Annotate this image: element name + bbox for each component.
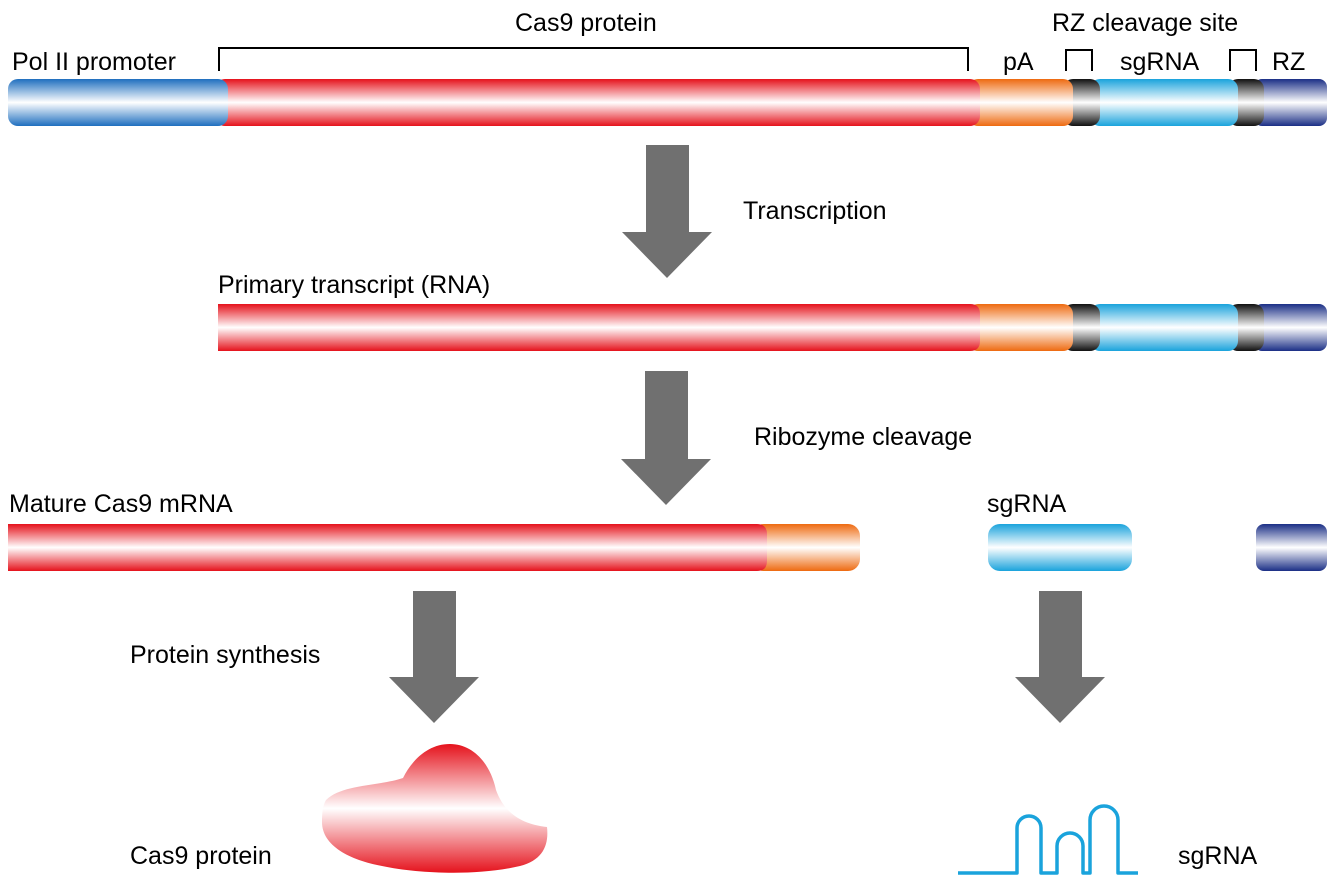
arrow-ribozyme-cleavage: [621, 371, 711, 505]
label-sgrna-top: sgRNA: [1120, 48, 1200, 76]
label-protein-synthesis: Protein synthesis: [130, 641, 320, 669]
primary-transcript: [218, 304, 1327, 351]
label-pa: pA: [1003, 48, 1034, 76]
arrow-protein-synthesis: [389, 591, 479, 723]
mature-cas9-mrna: [8, 524, 860, 571]
segment-cas9-rna: [218, 304, 980, 351]
label-rz-cleavage-site: RZ cleavage site: [1052, 9, 1238, 37]
label-cas9-protein-bottom: Cas9 protein: [130, 842, 272, 870]
label-ribozyme-cleavage: Ribozyme cleavage: [754, 423, 972, 451]
cas9-protein-shape: [322, 744, 548, 873]
segment-sgrna-rna: [1090, 304, 1238, 351]
arrow-transcription: [622, 145, 712, 278]
segment-rz-cleaved: [1256, 524, 1327, 571]
label-rz: RZ: [1272, 48, 1305, 76]
segment-sgrna-dna: [1090, 79, 1238, 126]
rz-site-bracket-2: [1229, 49, 1257, 71]
label-mature-cas9-mrna: Mature Cas9 mRNA: [9, 490, 233, 518]
label-sgrna-mid: sgRNA: [987, 490, 1067, 518]
segment-pa-mature: [752, 524, 860, 571]
label-sgrna-bottom: sgRNA: [1178, 842, 1258, 870]
label-pol2-promoter: Pol II promoter: [12, 48, 176, 76]
segment-rz-dna: [1254, 79, 1327, 126]
arrow-sgrna-release: [1015, 591, 1105, 723]
segment-sgrna-cleaved: [988, 524, 1132, 571]
segment-pol2-promoter-dna: [8, 79, 228, 126]
cas9-bracket: [218, 47, 969, 71]
rz-site-bracket-1: [1065, 49, 1093, 71]
label-transcription: Transcription: [743, 197, 887, 225]
segment-rz-rna: [1254, 304, 1327, 351]
dna-construct: [8, 79, 1327, 126]
segment-cas9-mature: [8, 524, 767, 571]
segment-pa-dna: [968, 79, 1073, 126]
label-cas9-protein-top: Cas9 protein: [515, 9, 657, 37]
sgrna-hairpin-icon: [958, 804, 1138, 875]
segment-pa-rna: [968, 304, 1073, 351]
segment-cas9-dna: [215, 79, 980, 126]
label-primary-transcript: Primary transcript (RNA): [218, 271, 490, 299]
